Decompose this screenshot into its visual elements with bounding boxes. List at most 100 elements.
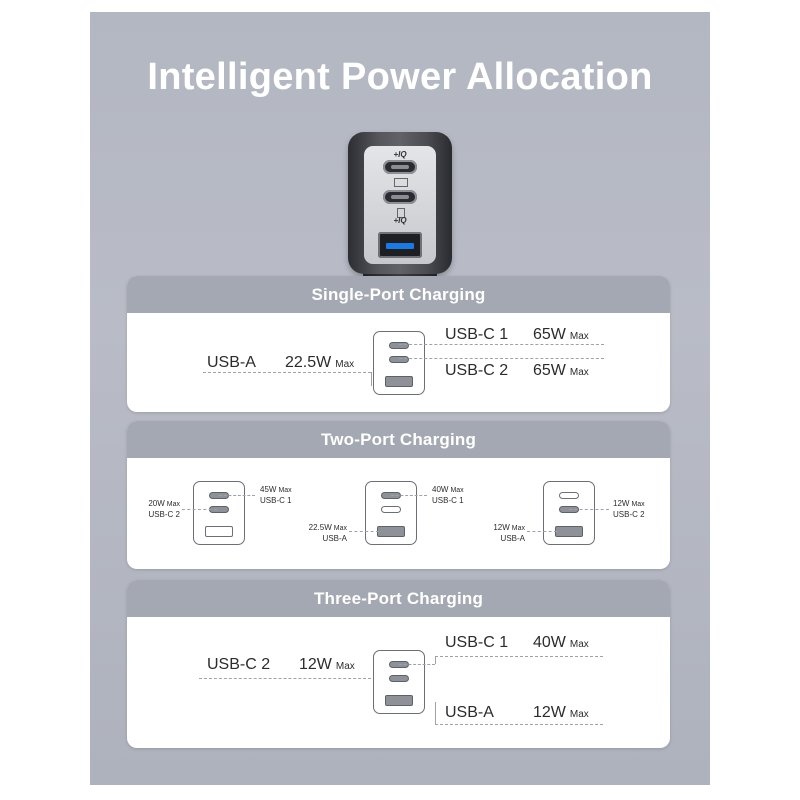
usb-a-label: USB-A: [445, 704, 494, 722]
usb-c1-label: USB-C 1: [445, 326, 508, 344]
usb-a-leader: [203, 372, 371, 373]
usb-c1-port: USB-C 1: [445, 634, 509, 651]
config-1-left-leader: [182, 509, 217, 510]
two-port-heading: Two-Port Charging: [127, 421, 670, 458]
usb-c2-port: USB-C 2: [445, 362, 509, 379]
iq-label-top: IQ: [398, 150, 407, 159]
config-1-left-max: Max: [166, 501, 180, 508]
config-2-top-port: USB-C 1: [432, 496, 464, 505]
usb-a-port-icon: [205, 526, 233, 537]
usb-a-leader-h: [435, 724, 603, 725]
usb-a-port: USB-A: [445, 704, 494, 721]
usb-c2-port: USB-C 2: [207, 656, 271, 673]
config-3-bottom-leader: [527, 531, 557, 532]
three-port-heading: Three-Port Charging: [127, 580, 670, 617]
usb-c2-leader: [399, 358, 604, 359]
config-2-bottom-watt: 22.5W: [308, 523, 332, 532]
usb-c1-leader-h2: [435, 656, 603, 657]
config-2-top-leader: [391, 495, 427, 496]
usb-c2-port-icon: [381, 506, 401, 513]
config-3-bottom-port: USB-A: [500, 534, 525, 543]
usb-c2-max: Max: [569, 367, 589, 378]
two-port-config-1-charger-icon: [193, 481, 245, 545]
usb-c1-leader-v: [435, 656, 436, 664]
usb-c1-port-icon: [383, 160, 417, 174]
usb-c1-leader-h1: [399, 664, 435, 665]
iq-logo-icon-2: +IQ: [393, 216, 407, 225]
usb-c2-leader: [199, 678, 371, 679]
usb-c1-port-icon: [389, 342, 409, 349]
usb-c2-max: Max: [335, 661, 355, 672]
laptop-mark-icon: [394, 178, 408, 187]
config-2-top-max: Max: [450, 487, 464, 494]
usb-c1-max: Max: [569, 331, 589, 342]
usb-a-label: USB-A: [207, 354, 256, 372]
phone-mark-icon: [397, 208, 405, 218]
single-port-charger-icon: [373, 331, 425, 395]
config-1-right-watt: 45W: [260, 485, 277, 494]
usb-c2-watt-value: 65W: [533, 362, 566, 379]
usb-a-max: Max: [335, 359, 355, 370]
config-2-bottom-port: USB-A: [322, 534, 347, 543]
usb-a-max: Max: [569, 709, 589, 720]
usb-a-leader-v: [435, 702, 436, 724]
usb-c2-port-icon: [389, 675, 409, 682]
usb-a-leader-v: [371, 372, 372, 386]
usb-a-port-icon: [385, 376, 413, 387]
usb-a-port-icon: [377, 526, 405, 537]
usb-a-port-icon: [378, 232, 422, 258]
config-3-top-max: Max: [631, 501, 645, 508]
config-3-top-watt: 12W: [613, 499, 630, 508]
single-port-heading: Single-Port Charging: [127, 276, 670, 313]
config-2-top-watt: 40W: [432, 485, 449, 494]
page-title: Intelligent Power Allocation: [147, 56, 653, 98]
usb-a-watt-value: 12W: [533, 704, 566, 721]
config-3-top-port: USB-C 2: [613, 510, 645, 519]
config-1-left-port: USB-C 2: [148, 510, 180, 519]
config-2-bottom-leader: [349, 531, 379, 532]
three-port-charger-icon: [373, 650, 425, 714]
two-port-config-3-charger-icon: [543, 481, 595, 545]
usb-c2-label: USB-C 2: [445, 362, 508, 380]
charger-image: +IQ +IQ: [348, 132, 452, 274]
usb-c1-watt-value: 65W: [533, 326, 566, 343]
usb-a-port-icon: [385, 695, 413, 706]
two-port-config-2-charger-icon: [365, 481, 417, 545]
config-3-bottom-watt: 12W: [493, 523, 510, 532]
usb-a-port-icon: [555, 526, 583, 537]
charger-port-face: +IQ +IQ: [364, 146, 436, 264]
iq-label-bottom: IQ: [398, 216, 407, 225]
usb-c2-port-icon: [383, 190, 417, 204]
iq-logo-icon: +IQ: [393, 150, 407, 159]
usb-a-port: USB-A: [207, 354, 256, 371]
usb-c1-leader: [399, 344, 604, 345]
config-1-right-leader: [219, 495, 255, 496]
usb-c1-port-icon: [559, 492, 579, 499]
usb-c1-max: Max: [569, 639, 589, 650]
usb-c1-port: USB-C 1: [445, 326, 509, 343]
config-1-right-max: Max: [278, 487, 292, 494]
usb-c1-watt-value: 40W: [533, 634, 566, 651]
config-3-top-leader: [569, 509, 609, 510]
config-1-right-port: USB-C 1: [260, 496, 292, 505]
usb-c1-label: USB-C 1: [445, 634, 508, 652]
config-2-bottom-max: Max: [333, 525, 347, 532]
config-1-left-watt: 20W: [148, 499, 165, 508]
usb-a-watt-value: 22.5W: [285, 354, 332, 371]
usb-c2-label: USB-C 2: [207, 656, 270, 674]
